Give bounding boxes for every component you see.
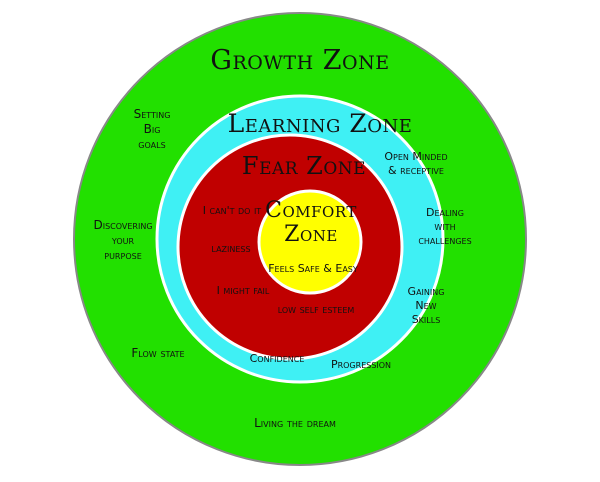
learning-item-gaining-skills: Gaining New Skills: [407, 285, 445, 326]
fear-zone-title: Fear Zone: [241, 152, 367, 180]
comfort-zone-title: Comfort Zone: [265, 198, 357, 248]
learning-item-open-minded: Open Minded & receptive: [384, 150, 448, 177]
comfort-zone-subtitle: Feels Safe & Easy: [268, 262, 358, 275]
fear-item-might-fail: I might fail: [216, 284, 270, 297]
learning-item-dealing-challenges: Dealing with challenges: [418, 206, 472, 247]
comfort-zone-circle: [257, 189, 363, 295]
growth-item-setting-big-goals: Setting Big goals: [133, 107, 171, 151]
growth-zone-title: Growth Zone: [210, 45, 390, 76]
growth-item-living-the-dream: Living the dream: [254, 416, 336, 430]
growth-item-discovering-purpose: Discovering your purpose: [93, 218, 153, 262]
fear-item-low-self-esteem: low self esteem: [277, 303, 355, 316]
learning-item-confidence: Confidence: [249, 352, 305, 365]
learning-item-progression: Progression: [330, 358, 392, 371]
learning-zone-title: Learning Zone: [227, 109, 413, 138]
fear-item-cant-do-it: I can't do it: [202, 204, 262, 217]
fear-item-laziness: laziness: [211, 242, 251, 255]
growth-item-flow-state: Flow state: [131, 346, 185, 360]
